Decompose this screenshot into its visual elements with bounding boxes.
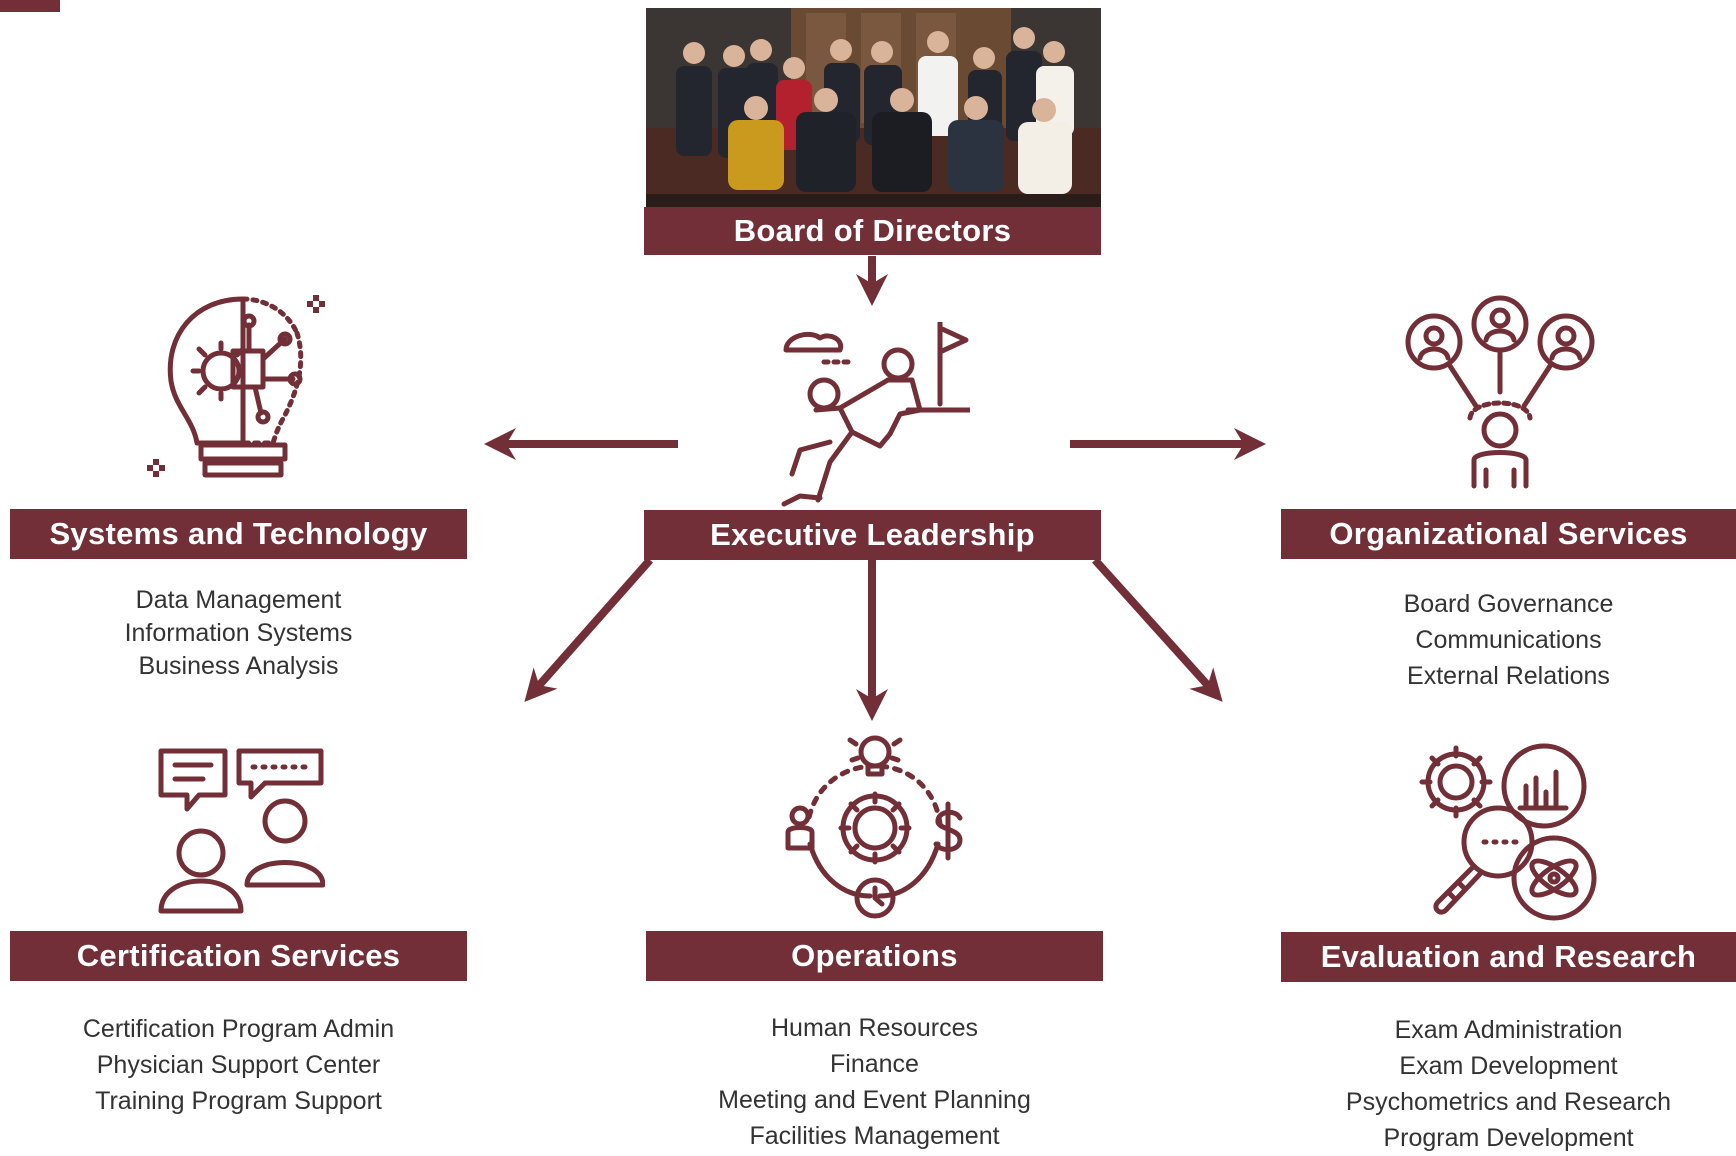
evaluation-research-list: Exam Administration Exam Development Psy…: [1281, 1012, 1736, 1156]
operations-list: Human Resources Finance Meeting and Even…: [646, 1010, 1103, 1154]
operations-label: Operations: [646, 931, 1103, 981]
arrow-to-evaluation: [1092, 557, 1223, 702]
executive-leadership-label: Executive Leadership: [644, 510, 1101, 560]
board-group-photo: [646, 8, 1101, 208]
list-item: Meeting and Event Planning: [718, 1086, 1031, 1114]
list-item: Finance: [830, 1050, 919, 1078]
conversation-people-icon: [158, 748, 325, 914]
research-analysis-icon: [1419, 743, 1597, 921]
list-item: Psychometrics and Research: [1345, 1088, 1672, 1116]
arrow-to-certification: [524, 557, 653, 702]
list-item: Data Management: [135, 586, 342, 614]
board-of-directors-label: Board of Directors: [644, 207, 1101, 255]
systems-technology-list: Data Management Information Systems Busi…: [10, 584, 467, 683]
list-item: Business Analysis: [138, 652, 339, 680]
list-item: Program Development: [1383, 1124, 1634, 1152]
list-item: Physician Support Center: [96, 1051, 381, 1079]
evaluation-research-label: Evaluation and Research: [1281, 932, 1736, 982]
list-item: External Relations: [1407, 662, 1610, 690]
list-item: Certification Program Admin: [82, 1015, 395, 1043]
climbing-team-icon: [781, 322, 970, 507]
certification-services-label: Certification Services: [10, 931, 467, 981]
list-item: Communications: [1415, 626, 1602, 654]
list-item: Human Resources: [770, 1014, 979, 1042]
list-item: Board Governance: [1403, 590, 1614, 618]
list-item: Exam Development: [1399, 1052, 1618, 1080]
systems-technology-label: Systems and Technology: [10, 509, 467, 559]
operations-cycle-icon: [785, 735, 963, 919]
list-item: Training Program Support: [95, 1087, 382, 1115]
list-item: Exam Administration: [1394, 1016, 1623, 1044]
corner-accent: [0, 0, 60, 12]
list-item: Facilities Management: [749, 1122, 1000, 1150]
list-item: Information Systems: [124, 619, 353, 647]
organizational-services-label: Organizational Services: [1281, 509, 1736, 559]
certification-services-list: Certification Program Admin Physician Su…: [10, 1011, 467, 1119]
lightbulb-circuit-icon: [147, 295, 325, 478]
people-network-icon: [1405, 295, 1595, 489]
organizational-services-list: Board Governance Communications External…: [1281, 586, 1736, 694]
